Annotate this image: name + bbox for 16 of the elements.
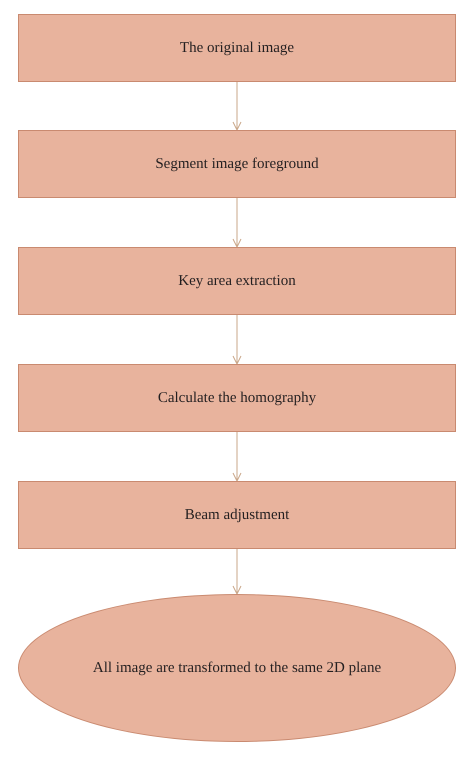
step-label: The original image (180, 38, 294, 58)
process-box (18, 247, 456, 315)
process-box (18, 14, 456, 82)
process-box (18, 364, 456, 432)
step-label: Key area extraction (178, 272, 296, 291)
step-label: Beam adjustment (184, 506, 290, 525)
arrow (232, 198, 242, 248)
process-box (18, 481, 456, 549)
arrow (232, 432, 242, 482)
arrow (232, 548, 242, 594)
step-label: All image are transformed to the same 2D plane (92, 658, 382, 678)
arrow (232, 82, 242, 130)
arrow (232, 314, 242, 364)
step-label: Segment image foreground (155, 154, 319, 174)
process-box (18, 130, 456, 198)
step-label: Calculate the homography (158, 388, 316, 408)
